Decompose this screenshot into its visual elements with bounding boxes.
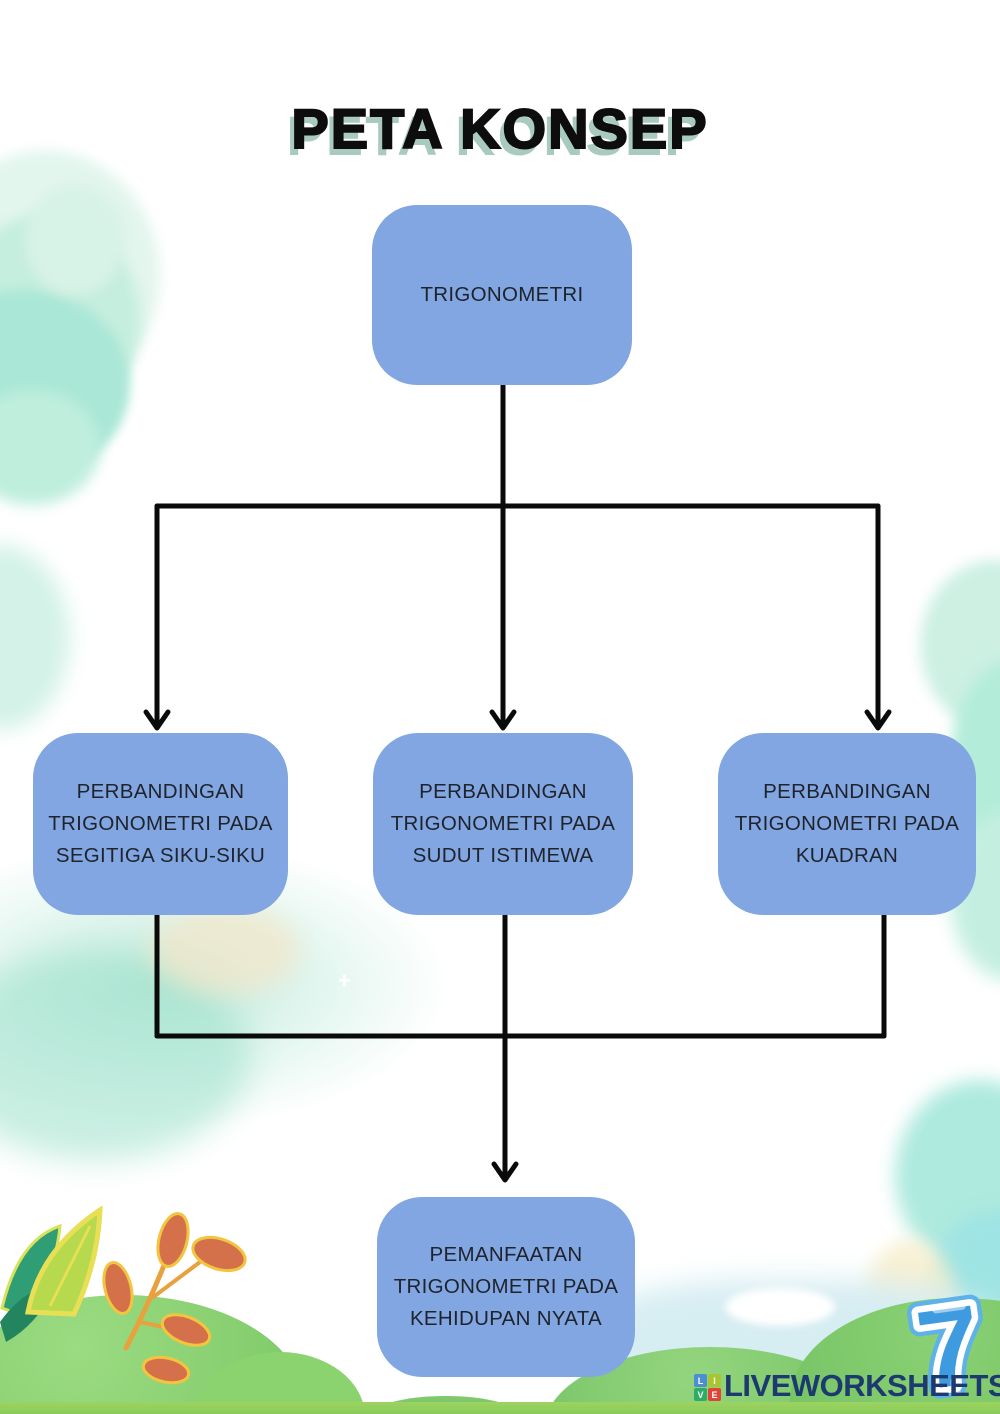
branch-stem — [123, 1237, 177, 1351]
watercolor-cloud-top-left — [25, 185, 125, 295]
watercolor-cloud-right-edge — [920, 560, 1000, 730]
node-label: TRIGONOMETRI — [420, 283, 584, 307]
node-pemanfaatan: PEMANFAATAN TRIGONOMETRI PADA KEHIDUPAN … — [377, 1197, 635, 1377]
teal-leaf — [0, 1223, 62, 1316]
node-trigonometri: TRIGONOMETRI — [372, 205, 632, 385]
logo-letter: E — [708, 1388, 721, 1401]
logo-letter: I — [708, 1374, 721, 1387]
node-kuadran: PERBANDINGAN TRIGONOMETRI PADA KUADRAN — [718, 733, 976, 915]
yellow-green-leaf — [24, 1205, 103, 1317]
node-label: PEMANFAATAN TRIGONOMETRI PADA KEHIDUPAN … — [393, 1243, 619, 1330]
node-label: PERBANDINGAN TRIGONOMETRI PADA KUADRAN — [734, 780, 960, 867]
orange-leaf — [160, 1313, 212, 1347]
watercolor-wash-left-middle — [0, 950, 250, 1160]
branch-stem — [139, 1320, 179, 1332]
watercolor-wash-left-middle — [150, 905, 300, 995]
liveworksheets-logo: L I V E — [694, 1374, 722, 1402]
orange-leaf — [102, 1261, 134, 1315]
green-bush — [0, 1295, 305, 1414]
watercolor-cloud-top-left — [0, 215, 140, 425]
watercolor-cloud-left-edge — [0, 545, 70, 730]
orange-leaf — [156, 1212, 190, 1268]
green-bush — [368, 1396, 523, 1414]
watercolor-cloud-top-left — [0, 390, 100, 505]
page-title: PETA KONSEP — [290, 96, 709, 161]
watercolor-cloud-top-left — [0, 150, 160, 400]
node-segitiga-siku-siku: PERBANDINGAN TRIGONOMETRI PADA SEGITIGA … — [33, 733, 288, 915]
green-bush — [195, 1352, 365, 1414]
logo-letter: L — [694, 1374, 707, 1387]
watercolor-cloud-right-bottom — [895, 1080, 1000, 1270]
orange-leaf — [141, 1355, 191, 1385]
white-cloud-bottom-right — [725, 1288, 835, 1326]
watercolor-cloud-top-left — [0, 290, 130, 480]
node-sudut-istimewa: PERBANDINGAN TRIGONOMETRI PADA SUDUT IST… — [373, 733, 633, 915]
logo-letter: V — [694, 1388, 707, 1401]
liveworksheets-wordmark: LIVEWORKSHEETS — [724, 1368, 1000, 1403]
sparkle-decoration: + — [338, 968, 351, 993]
teal-leaf — [0, 1287, 54, 1342]
orange-leaf — [191, 1235, 247, 1273]
node-label: PERBANDINGAN TRIGONOMETRI PADA SUDUT IST… — [390, 780, 616, 867]
branch-stem — [150, 1260, 202, 1300]
node-label: PERBANDINGAN TRIGONOMETRI PADA SEGITIGA … — [48, 780, 273, 867]
leaf-vein — [48, 1225, 92, 1307]
plant-illustration — [0, 1205, 247, 1385]
